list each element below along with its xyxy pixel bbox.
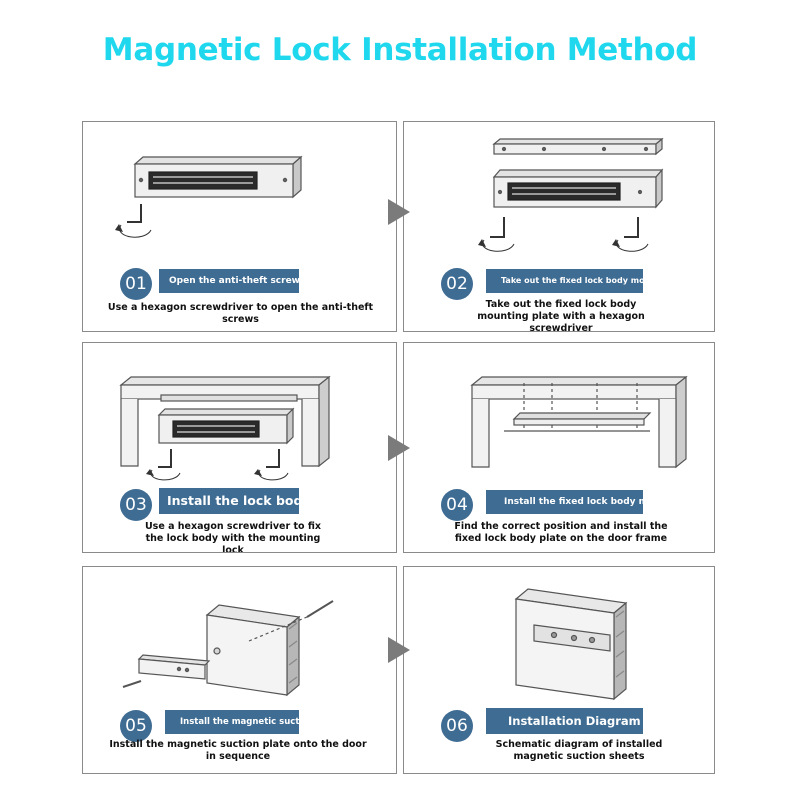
step-panel-5: 05 Install the magnetic suction plate In… — [82, 566, 397, 774]
step-description: Find the correct position and install th… — [454, 521, 668, 544]
step-panel-3: 03 Install the lock body Use a hexagon s… — [82, 342, 397, 553]
step-number-badge: 03 — [120, 489, 152, 521]
step-heading: Install the lock body — [159, 488, 299, 514]
step-1-illustration — [115, 155, 303, 238]
step-heading: Installation Diagram — [486, 708, 643, 734]
hex-key-icon — [612, 217, 649, 252]
step-description: Use a hexagon screwdriver to open the an… — [107, 302, 374, 325]
step-panel-1: 01 Open the anti-theft screws Use a hexa… — [82, 121, 397, 332]
step-number-badge: 06 — [441, 710, 473, 742]
step-panel-2: 02 Take out the fixed lock body mounting… — [403, 121, 715, 332]
step-number-badge: 02 — [441, 268, 473, 300]
hex-key-icon — [146, 449, 181, 481]
step-number-badge: 04 — [441, 489, 473, 521]
step-description: Schematic diagram of installed magnetic … — [495, 739, 663, 762]
step-heading: Install the fixed lock body mounting — [486, 490, 643, 514]
step-panel-6: 06 Installation Diagram Schematic diagra… — [403, 566, 715, 774]
step-3-illustration — [119, 375, 331, 481]
step-panel-4: 04 Install the fixed lock body mounting … — [403, 342, 715, 553]
next-step-arrow-icon — [388, 435, 410, 461]
hex-key-icon — [115, 204, 152, 238]
step-description: Use a hexagon screwdriver to fix the loc… — [144, 521, 322, 553]
step-5-illustration — [122, 600, 334, 697]
step-4-illustration — [470, 375, 688, 469]
step-heading: Open the anti-theft screws — [159, 269, 299, 293]
page-title: Magnetic Lock Installation Method — [102, 32, 698, 68]
step-description: Install the magnetic suction plate onto … — [109, 739, 367, 762]
step-2-illustration — [478, 137, 664, 252]
step-description: Take out the fixed lock body mounting pl… — [477, 299, 645, 332]
step-heading: Install the magnetic suction plate — [165, 710, 299, 734]
hex-key-icon — [478, 217, 515, 252]
step-6-illustration — [514, 588, 628, 701]
next-step-arrow-icon — [388, 637, 410, 663]
hex-key-icon — [254, 449, 289, 481]
step-number-badge: 05 — [120, 710, 152, 742]
step-heading: Take out the fixed lock body mounting — [486, 269, 643, 293]
step-number-badge: 01 — [120, 268, 152, 300]
next-step-arrow-icon — [388, 199, 410, 225]
